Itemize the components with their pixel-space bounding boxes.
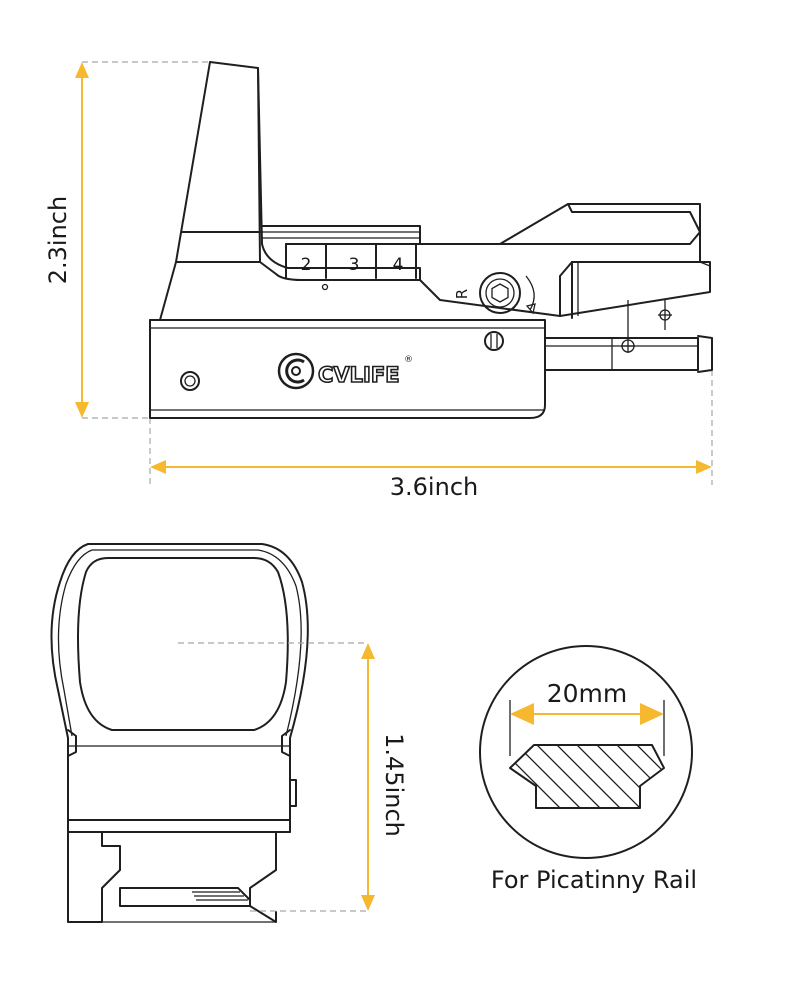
indicator-dot	[321, 283, 329, 291]
brand-text: CVLIFE	[318, 363, 400, 387]
height-front-label: 1.45inch	[380, 733, 408, 837]
windage-screw-icon	[484, 331, 504, 351]
mount-screw-icon	[180, 371, 200, 391]
brand-logo: CVLIFE ®	[277, 352, 413, 390]
brand-registered-mark: ®	[404, 355, 413, 365]
rail-caption: For Picatinny Rail	[491, 866, 697, 894]
brightness-knob	[479, 272, 536, 315]
rail-width-label: 20mm	[547, 679, 628, 708]
side-view: CVLIFE ® 2 3 4 R 2.3inch 3.6inch	[44, 61, 713, 501]
dial-number-4: 4	[393, 255, 404, 275]
length-dimension-arrow	[150, 460, 712, 474]
length-side-label: 3.6inch	[390, 473, 478, 501]
picatinny-rail-profile	[509, 744, 665, 809]
rail-width-arrow	[510, 703, 664, 725]
rail-detail: 20mm For Picatinny Rail	[479, 645, 697, 894]
dial-number-2: 2	[301, 255, 312, 275]
height-side-label: 2.3inch	[44, 196, 72, 284]
knob-label: R	[453, 289, 471, 299]
height-dimension-arrow	[75, 62, 89, 418]
rail-detail-circle	[479, 645, 693, 859]
dial-number-3: 3	[349, 255, 360, 275]
adjustment-marker-upper	[658, 300, 672, 330]
front-height-dimension-arrow	[361, 643, 375, 911]
front-view: 1.45inch	[50, 543, 408, 923]
